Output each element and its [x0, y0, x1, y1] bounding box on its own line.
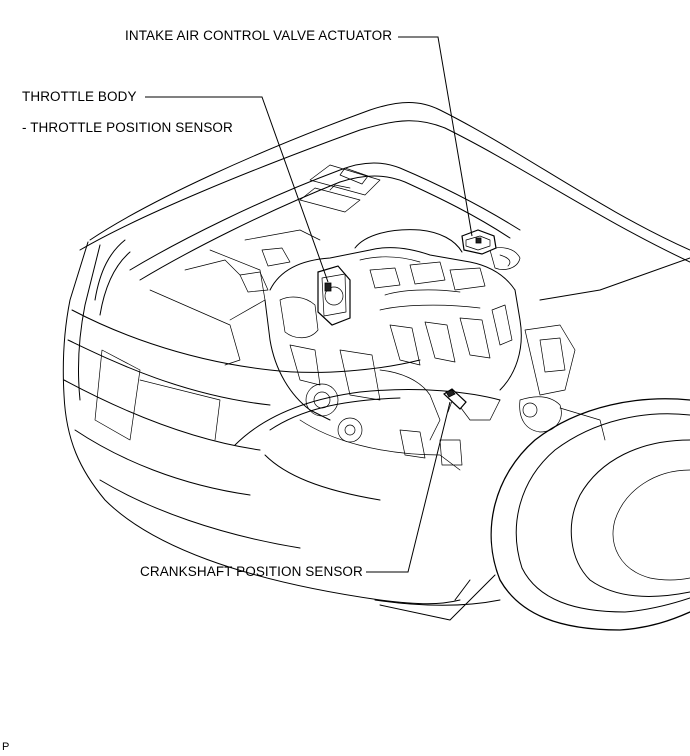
leader-lines [145, 36, 473, 573]
crankshaft-position-sensor [443, 388, 467, 413]
figure-code: P [2, 741, 10, 753]
intake-air-control-valve-actuator [461, 229, 497, 255]
vehicle-body-outline [62, 102, 690, 606]
intake-air-control-valve-actuator-label: INTAKE AIR CONTROL VALVE ACTUATOR [125, 28, 393, 43]
engine-block [239, 229, 606, 471]
throttle-body-label: THROTTLE BODY [22, 89, 137, 104]
crankshaft-position-sensor-label: CRANKSHAFT POSITION SENSOR [140, 564, 363, 579]
throttle-position-sensor-label: - THROTTLE POSITION SENSOR [22, 120, 233, 135]
throttle-body [317, 265, 351, 326]
leader-throttle-body [145, 96, 329, 283]
leader-crankshaft-position-sensor [366, 401, 451, 573]
leader-intake-air-control-valve-actuator [398, 36, 473, 237]
hood-opening [129, 162, 521, 366]
front-wheel [379, 398, 690, 631]
